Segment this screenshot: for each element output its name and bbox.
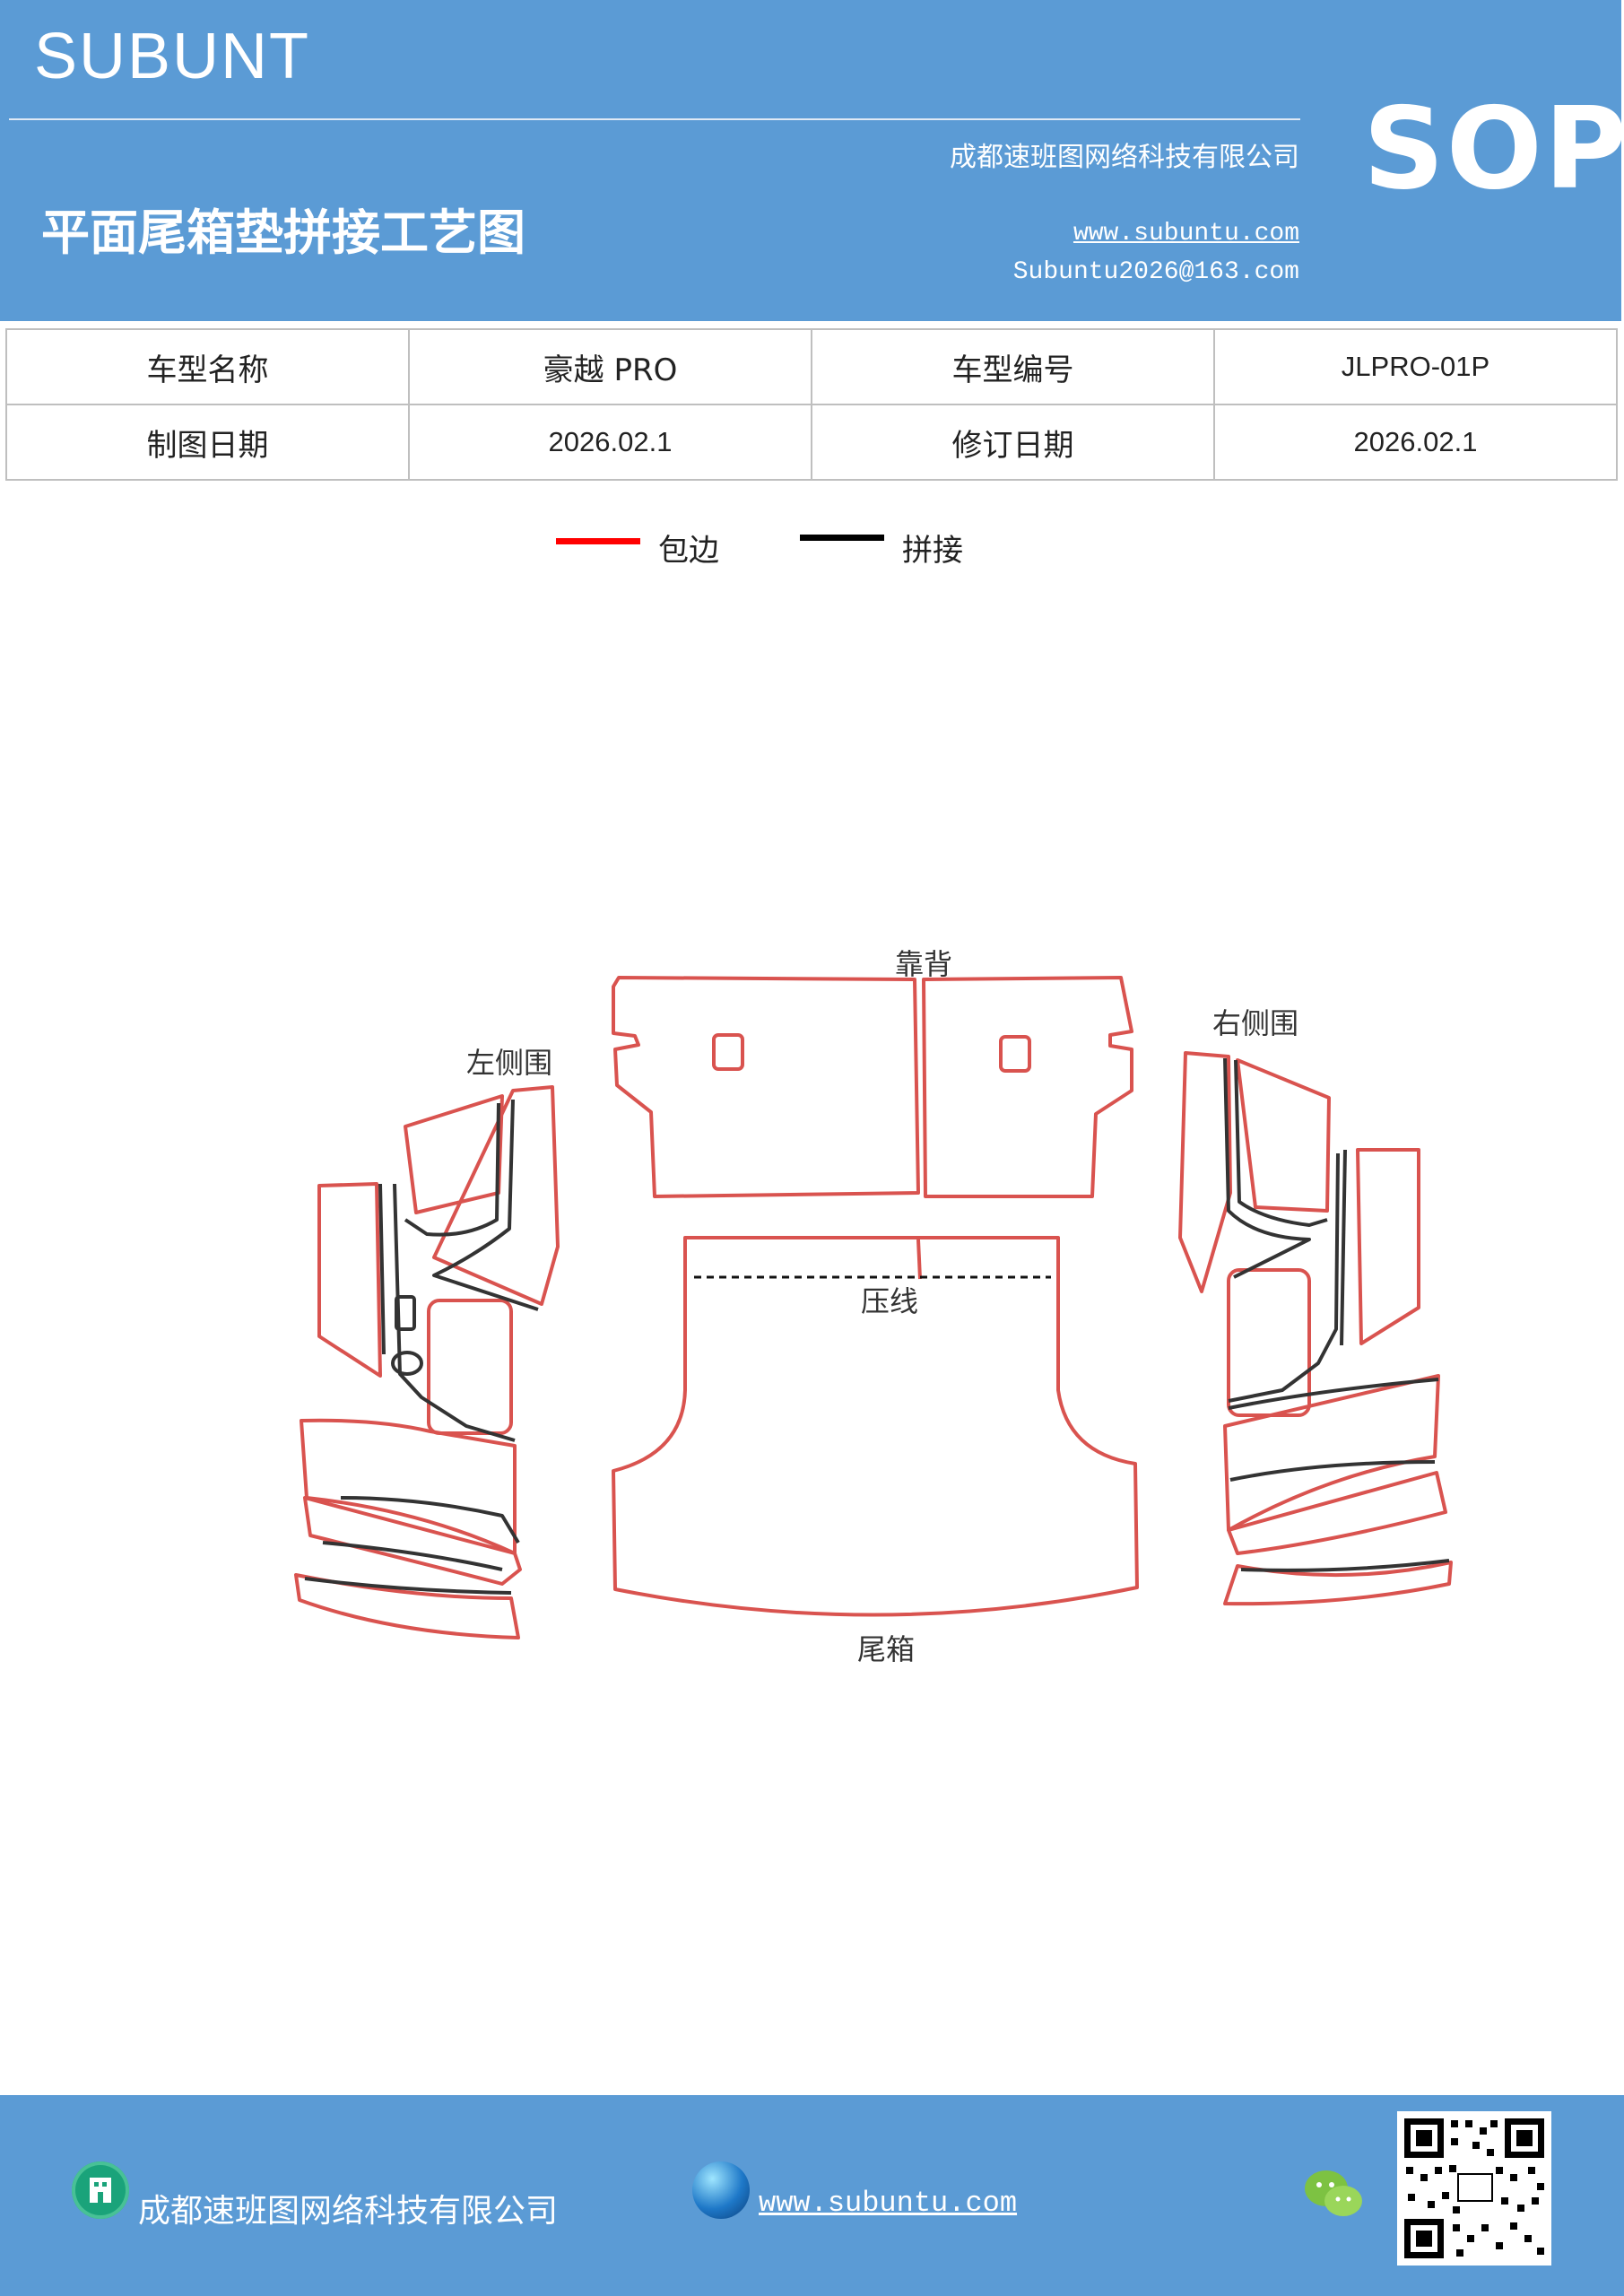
edge-legend-label: 包边	[658, 533, 719, 569]
table-row: 制图日期 2026.02.1 修订日期 2026.02.1	[5, 404, 1618, 481]
left-side-lower-b	[303, 1496, 522, 1586]
left-side-panel-a	[317, 1182, 382, 1378]
left-side-upper-piece	[404, 1094, 504, 1214]
right-side-lower-a	[1223, 1374, 1440, 1532]
left-side-lower-a	[300, 1418, 517, 1555]
footer-company: 成都速班图网络科技有限公司	[138, 2193, 559, 2230]
left-side-stitch-a	[404, 1102, 500, 1237]
globe-icon	[692, 2161, 750, 2219]
revise-date-label: 修订日期	[811, 404, 1215, 481]
revise-date-value: 2026.02.1	[1213, 404, 1618, 481]
left-side-stitch-f	[322, 1541, 503, 1571]
trunk-mat-diagram: 靠背 左侧围 右侧围 压线 尾箱	[0, 924, 1624, 1677]
right-side-panel-a	[1356, 1148, 1420, 1345]
header-divider	[9, 118, 1300, 120]
email-address[interactable]: Subuntu2026@163.com	[1012, 258, 1299, 286]
right-side-stitch-g	[1240, 1559, 1450, 1572]
header-banner: SUBUNT 成都速班图网络科技有限公司 平面尾箱垫拼接工艺图 www.subu…	[0, 0, 1624, 321]
legend: 包边 拼接	[0, 520, 1624, 574]
join-legend-swatch	[800, 535, 884, 541]
right-side-stitch-e	[1228, 1378, 1439, 1410]
building-icon	[72, 2161, 129, 2219]
left-side-stitch-g	[304, 1577, 512, 1595]
right-side-label: 右侧围	[1212, 1006, 1299, 1040]
qr-code	[1397, 2111, 1551, 2266]
document-title: 平面尾箱垫拼接工艺图	[41, 204, 525, 261]
right-side-bottom	[1223, 1561, 1453, 1606]
left-side-bottom	[294, 1573, 520, 1639]
backrest-right-panel	[922, 976, 1133, 1198]
left-side-mid-piece	[432, 1085, 560, 1306]
model-code-value: JLPRO-01P	[1213, 328, 1618, 405]
left-side-stitch-e	[340, 1496, 520, 1544]
diagram-svg	[294, 976, 1453, 1639]
left-side-stitch-slot	[395, 1295, 416, 1331]
wechat-icon[interactable]	[1302, 2167, 1365, 2222]
left-side-label: 左侧围	[466, 1046, 553, 1080]
info-table: 车型名称 豪越 PRO 车型编号 JLPRO-01P 制图日期 2026.02.…	[5, 328, 1618, 481]
right-side-stitch-c	[1340, 1149, 1347, 1346]
left-side-stitch-hole	[391, 1351, 423, 1376]
table-row: 车型名称 豪越 PRO 车型编号 JLPRO-01P	[5, 328, 1618, 405]
left-side-stitch-c	[378, 1183, 386, 1355]
header-edge	[1621, 0, 1624, 321]
trunk-floor-panel	[612, 1236, 1139, 1617]
backrest-left-panel	[612, 976, 920, 1198]
backrest-label: 靠背	[895, 947, 953, 981]
join-legend-label: 拼接	[902, 533, 963, 569]
right-side-stitch-a	[1234, 1059, 1328, 1227]
edge-legend-swatch	[556, 538, 640, 544]
right-side-mid-piece	[1236, 1058, 1331, 1213]
draw-date-value: 2026.02.1	[408, 404, 812, 481]
trunk-label: 尾箱	[857, 1632, 916, 1666]
website-link[interactable]: www.subuntu.com	[1073, 220, 1299, 248]
right-side-stitch-f	[1229, 1460, 1436, 1482]
press-line-label: 压线	[861, 1284, 919, 1318]
draw-date-label: 制图日期	[5, 404, 410, 481]
backrest-split-mark	[916, 1239, 922, 1280]
footer-banner: 成都速班图网络科技有限公司 www.subuntu.com	[0, 2095, 1624, 2296]
right-side-stitch-d	[1228, 1152, 1340, 1403]
model-name-label: 车型名称	[5, 328, 410, 405]
model-code-label: 车型编号	[811, 328, 1215, 405]
model-name-value: 豪越 PRO	[408, 328, 812, 405]
backrest-left-slot	[712, 1033, 744, 1071]
right-side-stitch-b	[1223, 1057, 1311, 1279]
backrest-right-slot	[999, 1035, 1031, 1073]
right-side-lower-b	[1227, 1471, 1447, 1555]
sop-label: SOP	[1363, 83, 1624, 214]
right-side-upper-piece	[1178, 1051, 1232, 1293]
footer-website-link[interactable]: www.subuntu.com	[759, 2187, 1018, 2220]
company-name: 成都速班图网络科技有限公司	[950, 142, 1299, 173]
left-side-stitch-b	[432, 1099, 539, 1311]
brand-name: SUBUNT	[34, 21, 311, 92]
left-side-pocket	[427, 1299, 513, 1435]
